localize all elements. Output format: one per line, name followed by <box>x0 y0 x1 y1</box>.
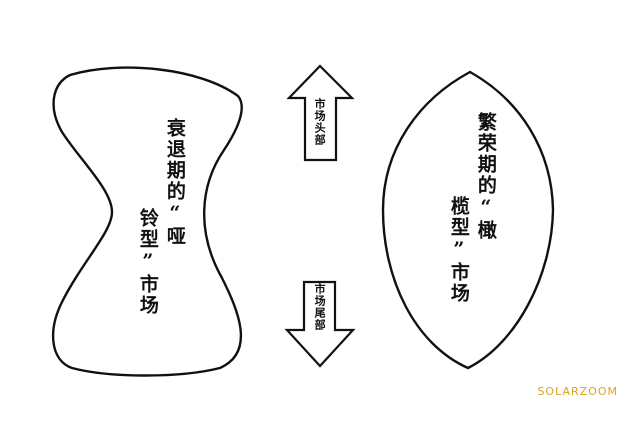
down-arrow-label: 市场尾部 <box>313 283 327 331</box>
olive-label-col2: 榄型”市场 <box>447 196 470 304</box>
olive-shape <box>381 70 555 370</box>
olive-label-col1: 繁荣期的“橄 <box>474 112 497 241</box>
watermark-logo: SOLARZOOM <box>537 385 618 398</box>
dumbbell-shape <box>51 66 243 377</box>
dumbbell-label-col1: 衰退期的“哑 <box>163 118 186 247</box>
dumbbell-label-col2: 铃型”市场 <box>136 208 159 316</box>
up-arrow <box>286 64 355 162</box>
down-arrow <box>284 280 356 368</box>
up-arrow-label: 市场头部 <box>313 98 327 146</box>
